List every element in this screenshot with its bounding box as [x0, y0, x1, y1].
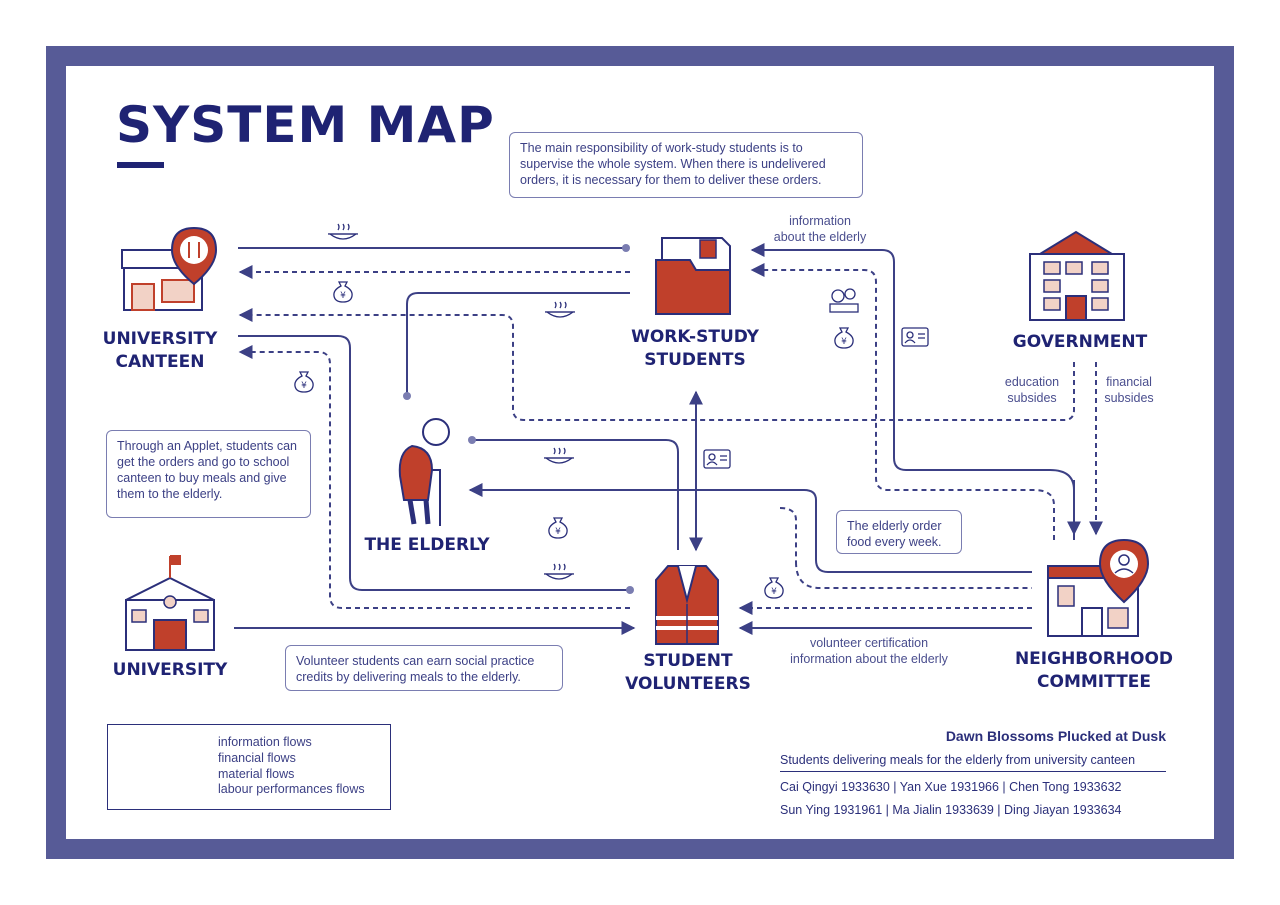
volunteer-vest-icon: [655, 565, 719, 645]
money-bag-icon: ¥: [548, 517, 568, 539]
flow-label-education: education subsides: [1004, 375, 1060, 405]
node-neighborhood-label: NEIGHBORHOOD COMMITTEE: [1014, 649, 1174, 692]
flow-material-workstudy-elderly: [406, 292, 630, 396]
node-volunteers-label: STUDENT VOLUNTEERS: [625, 651, 751, 694]
work-study-icon: [655, 237, 731, 315]
id-card-icon: [901, 327, 929, 347]
title-underline: [117, 162, 164, 168]
svg-text:¥: ¥: [340, 291, 346, 301]
members-line-1: Cai Qingyi 1933630 | Yan Xue 1931966 | C…: [780, 780, 1122, 794]
money-bag-icon: ¥: [294, 371, 314, 393]
canteen-icon: [121, 226, 218, 311]
money-bag-icon: ¥: [333, 281, 353, 303]
page-title: SYSTEM MAP: [116, 96, 495, 154]
legend-material-label: material flows: [218, 767, 295, 781]
note-work-study: The main responsibility of work-study st…: [509, 132, 863, 198]
project-subtitle: Students delivering meals for the elderl…: [780, 753, 1166, 772]
neighborhood-icon: [1047, 538, 1150, 637]
flow-label-info-elderly: information about the elderly: [773, 214, 867, 244]
meal-icon: [544, 563, 574, 580]
svg-text:¥: ¥: [841, 337, 847, 347]
node-canteen-label: UNIVERSITY CANTEEN: [102, 329, 218, 372]
svg-text:¥: ¥: [555, 527, 561, 537]
legend-financial-label: financial flows: [218, 751, 296, 765]
note-applet: Through an Applet, students can get the …: [106, 430, 311, 518]
coins-icon: [829, 288, 859, 313]
node-university-label: UNIVERSITY: [112, 660, 228, 680]
note-credits: Volunteer students can earn social pract…: [285, 645, 563, 691]
flow-financial-volunteers-canteen: [238, 345, 630, 609]
flow-label-volunteer-cert: volunteer certification information abou…: [790, 636, 948, 666]
meal-icon: [544, 447, 574, 464]
money-bag-icon: ¥: [834, 327, 854, 349]
government-icon: [1029, 230, 1125, 321]
meal-icon: [545, 301, 575, 318]
credits-block: Dawn Blossoms Plucked at Dusk Students d…: [780, 728, 1166, 818]
node-work-study-label: WORK-STUDY STUDENTS: [631, 327, 759, 370]
note-weekly-order: The elderly order food every week.: [836, 510, 962, 554]
members-line-2: Sun Ying 1931961 | Ma Jialin 1933639 | D…: [780, 803, 1122, 817]
flow-material-volunteers-elderly: [472, 439, 679, 550]
flow-info-neighborhood-elderly: [468, 483, 1032, 573]
meal-icon: [328, 223, 358, 240]
legend-box: [107, 724, 391, 810]
id-card-icon: [703, 449, 731, 469]
legend-info-label: information flows: [218, 735, 312, 749]
legend-labour-label: labour performances flows: [218, 782, 365, 796]
university-icon: [125, 555, 215, 651]
elderly-icon: [398, 418, 450, 526]
flow-label-financial: financial subsides: [1104, 375, 1154, 405]
svg-text:¥: ¥: [771, 587, 777, 597]
flow-financial-government-canteen: [238, 308, 1075, 421]
flow-financial-neighborhood-workstudy: [750, 263, 1055, 540]
money-bag-icon: ¥: [764, 577, 784, 599]
flow-material-canteen-volunteers: [238, 335, 630, 591]
flow-info-neighborhood-workstudy: [750, 243, 1075, 540]
node-government-label: GOVERNMENT: [1012, 332, 1148, 352]
svg-text:¥: ¥: [301, 381, 307, 391]
project-title: Dawn Blossoms Plucked at Dusk: [945, 728, 1166, 744]
node-elderly-label: THE ELDERLY: [364, 535, 490, 555]
